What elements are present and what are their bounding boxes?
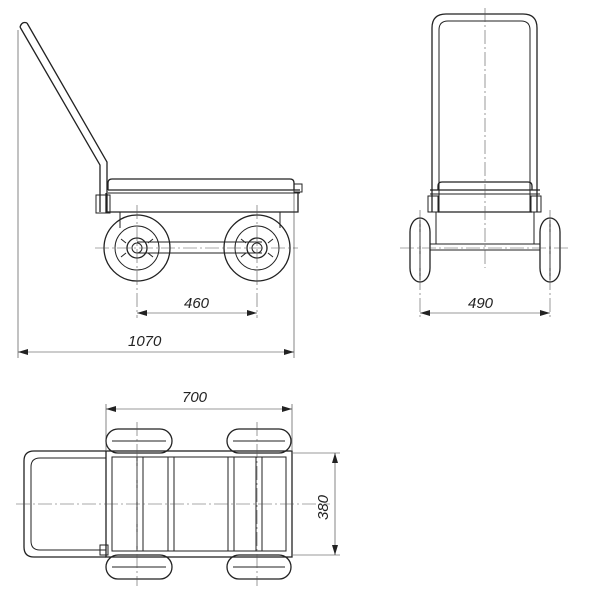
top-view: 700 380 [16,389,340,586]
dim-wheelbase: 460 [137,295,257,316]
dim-overall-length: 1070 [17,30,295,358]
dim-platform-width-label: 380 [315,494,332,520]
dim-platform-width: 380 [293,452,340,556]
top-wheel-rear-lower [105,554,173,580]
dim-platform-length: 700 [105,389,293,450]
dim-wheelbase-label: 460 [184,295,210,312]
top-wheel-front-lower [226,554,292,580]
front-platform [427,181,542,213]
dim-platform-length-label: 700 [182,389,208,406]
dim-overall-length-label: 1070 [128,333,162,350]
handle-bracket [95,194,111,214]
front-view: 490 [400,8,570,318]
side-platform [105,178,303,213]
side-view: 460 1070 [17,21,303,358]
front-handle [431,13,538,212]
side-handle [19,21,108,212]
dim-track-width-label: 490 [468,295,494,312]
top-wheel-front-upper [226,428,292,454]
dim-track-width: 490 [420,295,550,316]
top-wheel-rear-upper [105,428,173,454]
